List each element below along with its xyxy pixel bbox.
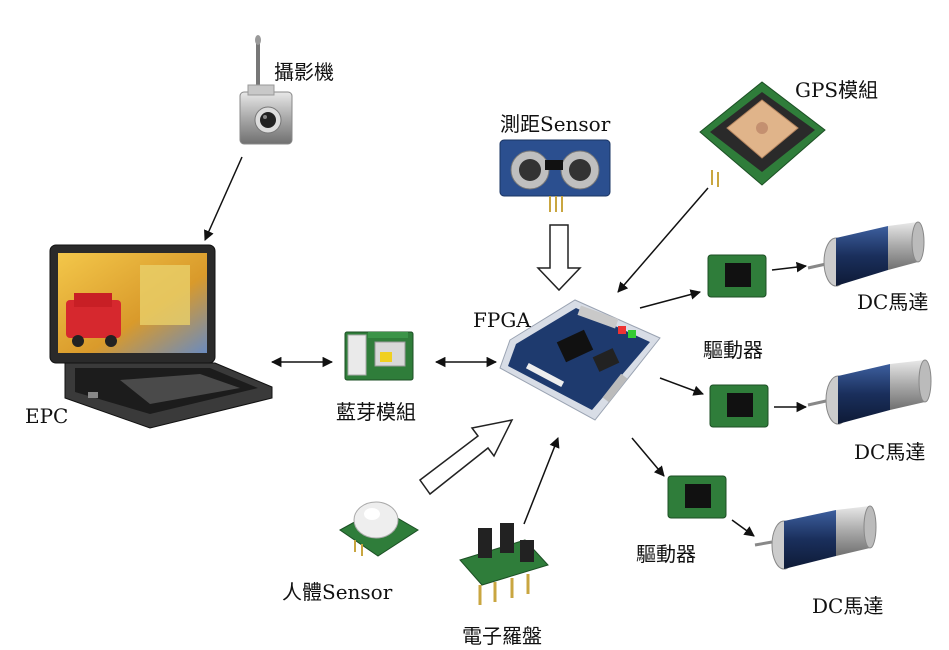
- label-motor-bottom: DC馬達: [812, 594, 884, 618]
- pir-sensor-icon: [339, 501, 419, 557]
- dc-motor-icon: [807, 359, 932, 425]
- arrow-fpga-to-driver-top: [639, 289, 702, 309]
- arrow-range-to-fpga: [536, 224, 582, 292]
- label-epc: EPC: [25, 404, 69, 428]
- dc-motor-icon: [754, 505, 877, 570]
- arrow-fpga-to-driver-middle: [659, 377, 704, 396]
- dc-motor-icon: [807, 221, 925, 287]
- fpga-board-icon: [499, 299, 661, 421]
- label-range-sensor: 測距Sensor: [500, 112, 611, 136]
- arrow-driver-to-motor-top: [771, 261, 808, 273]
- ultrasonic-sensor-icon: [499, 139, 611, 212]
- laptop-icon: [49, 244, 273, 429]
- label-camera: 攝影機: [274, 60, 334, 84]
- arrow-driver-to-motor-bottom: [731, 519, 755, 537]
- label-pir-sensor: 人體Sensor: [282, 580, 393, 604]
- label-driver-bottom: 驅動器: [636, 542, 696, 566]
- motor-driver-icon: [709, 384, 769, 428]
- label-motor-top: DC馬達: [857, 290, 929, 314]
- label-gps: GPS模組: [795, 78, 879, 102]
- arrow-compass-to-fpga: [523, 437, 560, 525]
- label-motor-middle: DC馬達: [854, 440, 926, 464]
- label-fpga: FPGA: [473, 308, 531, 332]
- bluetooth-module-icon: [344, 331, 414, 381]
- label-driver-top: 驅動器: [703, 338, 763, 362]
- camera-icon: [239, 35, 293, 145]
- arrow-pir-to-fpga: [418, 418, 514, 496]
- motor-driver-icon: [707, 254, 767, 298]
- gps-module-icon: [699, 81, 826, 187]
- arrow-fpga-to-driver-bottom: [631, 437, 665, 477]
- arrow-camera-to-epc: [204, 156, 243, 241]
- compass-module-icon: [459, 523, 549, 605]
- motor-driver-icon: [667, 475, 727, 519]
- label-compass: 電子羅盤: [462, 624, 542, 648]
- arrow-gps-to-fpga: [617, 187, 709, 293]
- label-bluetooth: 藍芽模組: [336, 400, 416, 424]
